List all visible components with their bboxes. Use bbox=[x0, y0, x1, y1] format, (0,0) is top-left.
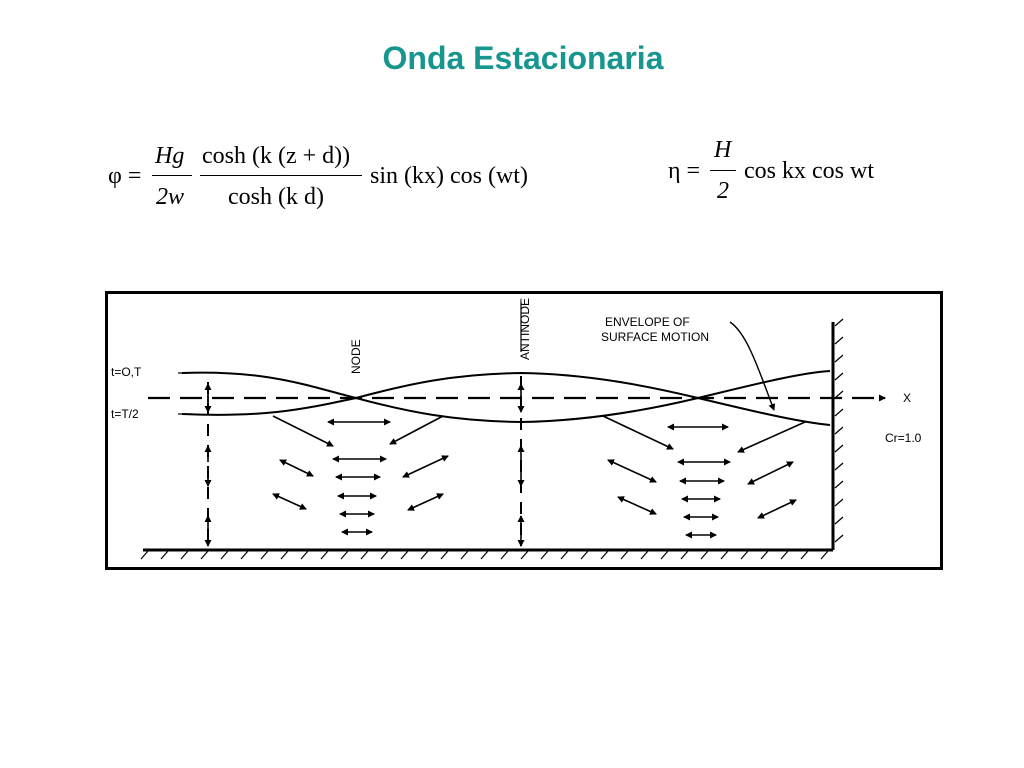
height-denominator: 2 bbox=[717, 178, 729, 204]
eta-lhs: η = bbox=[668, 158, 701, 184]
label-cr: Cr=1.0 bbox=[885, 431, 922, 445]
label-antinode: ANTINODE bbox=[518, 298, 532, 360]
ratio-fraction-bar bbox=[200, 175, 362, 176]
page-title: Onda Estacionaria bbox=[382, 40, 664, 76]
phi-lhs: φ = bbox=[108, 163, 142, 189]
seabed-hatching bbox=[140, 550, 829, 560]
height-numerator: H bbox=[714, 137, 732, 163]
label-t-half: t=T/2 bbox=[111, 407, 139, 421]
ratio-denominator: cosh (k d) bbox=[228, 184, 324, 210]
standing-wave-svg: t=O,T t=T/2 NODE ANTINODE ENVELOPE OF SU… bbox=[111, 298, 922, 560]
standing-wave-diagram: t=O,T t=T/2 NODE ANTINODE ENVELOPE OF SU… bbox=[105, 291, 943, 570]
surface-profile-t0 bbox=[181, 370, 831, 424]
ratio-numerator: cosh (k (z + d)) bbox=[202, 143, 351, 169]
surface-profile-thalf bbox=[181, 371, 831, 426]
trig-factors: sin (kx) cos (wt) bbox=[370, 163, 528, 189]
coefficient-fraction-bar bbox=[152, 175, 192, 176]
node-diagonal-arrows-right bbox=[602, 415, 806, 519]
node-diagonal-arrows-left bbox=[272, 415, 449, 511]
label-x-axis: X bbox=[903, 391, 911, 405]
label-node: NODE bbox=[349, 339, 363, 374]
label-t-zero: t=O,T bbox=[111, 365, 142, 379]
antinode-vertical-arrows bbox=[204, 383, 525, 547]
coefficient-denominator: 2w bbox=[156, 184, 185, 210]
cos-terms: cos kx cos wt bbox=[744, 158, 874, 184]
label-envelope-line1: ENVELOPE OF bbox=[605, 315, 690, 329]
label-envelope-line2: SURFACE MOTION bbox=[601, 330, 709, 344]
node-horizontal-arrows-left bbox=[327, 418, 391, 536]
height-fraction-bar bbox=[710, 170, 736, 171]
wall-hatching bbox=[834, 318, 844, 543]
envelope-pointer bbox=[729, 321, 776, 411]
coefficient-numerator: Hg bbox=[155, 143, 185, 169]
node-horizontal-arrows-right bbox=[667, 423, 731, 539]
